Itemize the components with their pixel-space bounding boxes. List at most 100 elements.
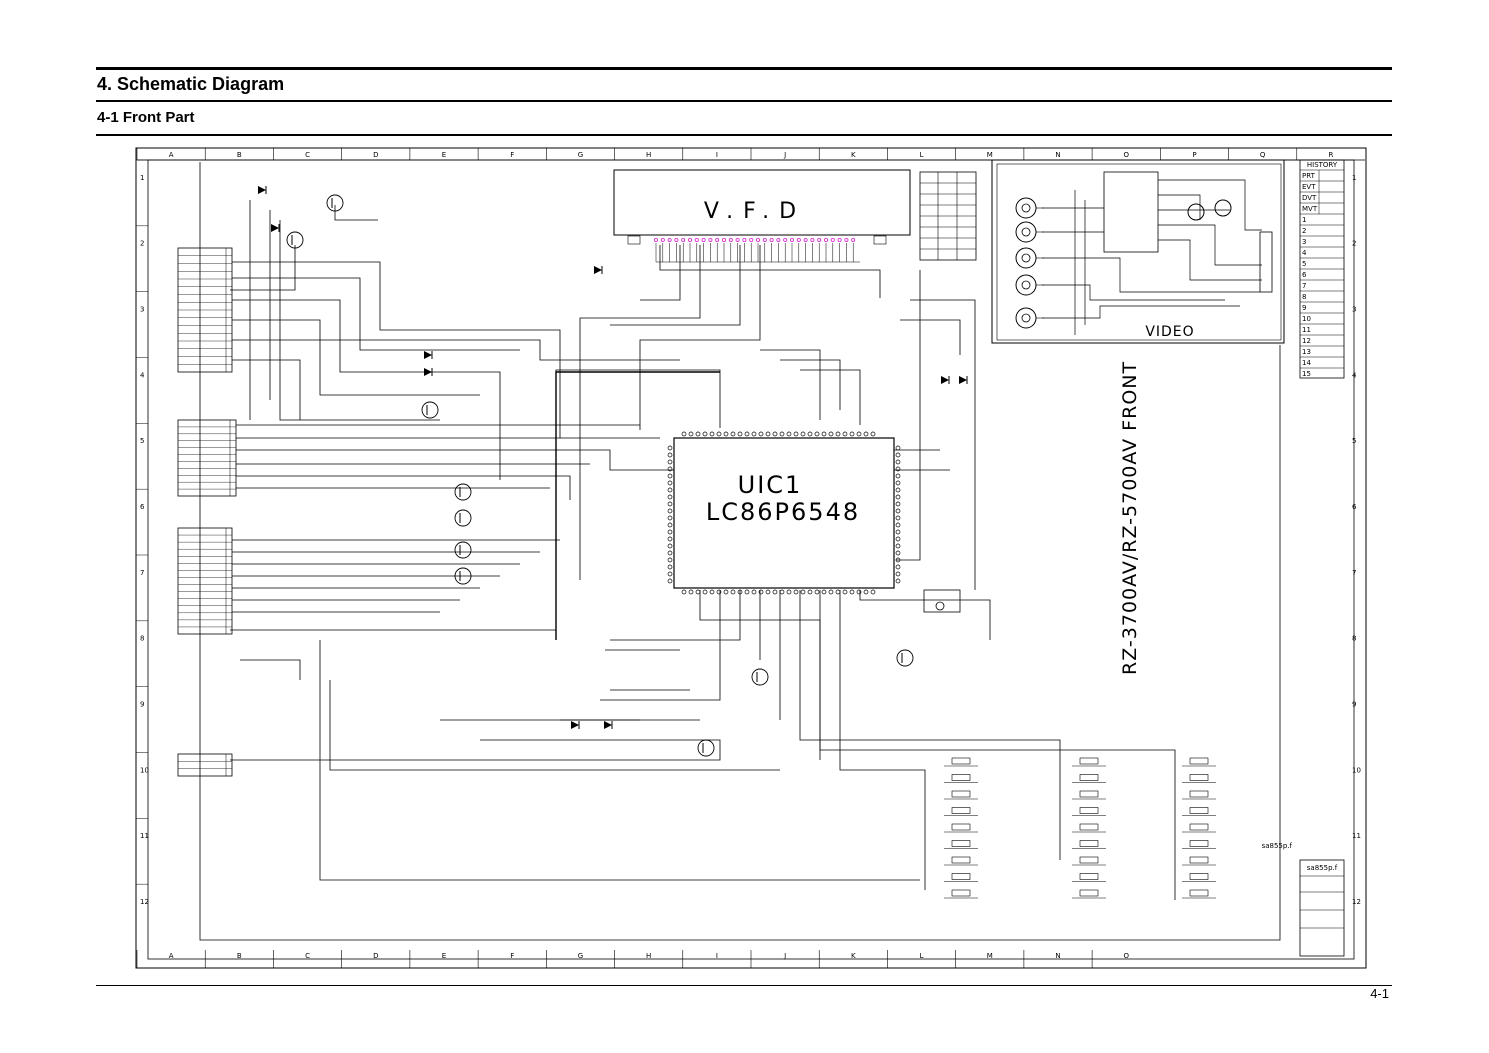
wiring xyxy=(199,162,1281,941)
grid-row-label: 2 xyxy=(140,240,144,248)
grid-column-label: C xyxy=(305,952,310,960)
vfd-pin-header xyxy=(627,235,887,263)
grid-column-label: O xyxy=(1123,151,1129,159)
grid-row-label: 9 xyxy=(140,700,144,708)
vfd-label: V.F.D xyxy=(704,199,806,224)
grid-row-label: 10 xyxy=(1352,766,1361,774)
history-row-label: MVT xyxy=(1302,205,1318,213)
grid-column-label: J xyxy=(783,151,786,159)
grid-column-label: B xyxy=(237,952,242,960)
grid-row-label: 5 xyxy=(140,437,144,445)
grid-row-label: 7 xyxy=(1352,569,1356,577)
video-label: VIDEO xyxy=(1145,324,1194,340)
history-row-label: 6 xyxy=(1302,271,1307,279)
grid-column-label: E xyxy=(442,151,446,159)
history-row-label: DVT xyxy=(1302,194,1317,202)
rca-jacks xyxy=(1015,197,1044,329)
grid-row-label: 8 xyxy=(1352,635,1356,643)
grid-row-label: 1 xyxy=(140,174,144,182)
grid-column-label: Q xyxy=(1260,151,1266,159)
grid-row-label: 11 xyxy=(140,832,149,840)
title-rule xyxy=(96,100,1392,102)
history-row-label: 9 xyxy=(1302,304,1306,312)
file-label-side: sa855p.f xyxy=(1262,842,1293,850)
grid-column-label: P xyxy=(1192,151,1196,159)
grid-column-label: A xyxy=(169,151,174,159)
history-row-label: 13 xyxy=(1302,348,1311,356)
grid-row-label: 6 xyxy=(140,503,145,511)
history-row-label: EVT xyxy=(1302,183,1316,191)
history-row-label: 2 xyxy=(1302,227,1306,235)
history-row-label: 11 xyxy=(1302,326,1311,334)
model-label: RZ-3700AV/RZ-5700AV FRONT xyxy=(1119,361,1141,675)
grid-column-label: E xyxy=(442,952,446,960)
grid-row-label: 11 xyxy=(1352,832,1361,840)
section-title: 4-1 Front Part xyxy=(97,109,195,126)
grid-row-label: 3 xyxy=(140,305,144,313)
history-title: HISTORY xyxy=(1307,161,1338,169)
grid-column-label: R xyxy=(1328,151,1333,159)
grid-row-label: 4 xyxy=(1352,371,1357,379)
history-row-label: 7 xyxy=(1302,282,1306,290)
grid-row-label: 8 xyxy=(140,635,144,643)
grid-column-label: J xyxy=(783,952,786,960)
grid-column-label: M xyxy=(987,151,993,159)
grid-column-label: D xyxy=(373,151,378,159)
grid-column-label: K xyxy=(851,952,856,960)
grid-row-label: 3 xyxy=(1352,305,1356,313)
grid-column-label: F xyxy=(510,952,514,960)
grid-column-label: I xyxy=(716,151,718,159)
history-row-label: 14 xyxy=(1302,359,1311,367)
schematic-frame xyxy=(135,147,1367,969)
vfd-module: V.F.D xyxy=(613,169,911,236)
ic-name: UIC1 xyxy=(738,471,803,499)
section-rule xyxy=(96,134,1392,136)
grid-row-label: 12 xyxy=(140,898,149,906)
grid-column-label: L xyxy=(920,952,924,960)
history-row-label: PRT xyxy=(1302,172,1316,180)
grid-column-label: F xyxy=(510,151,514,159)
grid-row-label: 9 xyxy=(1352,700,1356,708)
grid-row-label: 6 xyxy=(1352,503,1357,511)
grid-column-label: C xyxy=(305,151,310,159)
grid-column-label: B xyxy=(237,151,242,159)
history-row-label: 1 xyxy=(1302,216,1306,224)
file-label: sa855p.f xyxy=(1307,864,1338,872)
grid-column-label: N xyxy=(1055,151,1060,159)
bottom-rule xyxy=(96,985,1392,986)
history-row-label: 4 xyxy=(1302,249,1307,257)
grid-row-label: 5 xyxy=(1352,437,1356,445)
page-title: 4. Schematic Diagram xyxy=(97,74,285,94)
ground-bus xyxy=(555,371,720,640)
connectors xyxy=(177,247,237,777)
history-row-label: 8 xyxy=(1302,293,1306,301)
grid-column-label: H xyxy=(646,151,651,159)
grid-column-label: K xyxy=(851,151,856,159)
grid-row-label: 2 xyxy=(1352,240,1356,248)
history-row-label: 10 xyxy=(1302,315,1311,323)
grid-column-label: M xyxy=(987,952,993,960)
top-rule-thick xyxy=(96,67,1392,70)
grid-column-label: G xyxy=(578,151,583,159)
history-row-label: 5 xyxy=(1302,260,1306,268)
grid-column-label: I xyxy=(716,952,718,960)
grid-column-label: H xyxy=(646,952,651,960)
video-section: VIDEO xyxy=(991,159,1285,344)
page-number: 4-1 xyxy=(1370,986,1389,1001)
discrete-components xyxy=(258,186,1216,899)
grid-column-label: O xyxy=(1123,952,1129,960)
ic-uic1: UIC1 LC86P6548 xyxy=(673,437,895,589)
grid-column-label: N xyxy=(1055,952,1060,960)
grid-row-label: 1 xyxy=(1352,174,1356,182)
grid-row-label: 4 xyxy=(140,371,145,379)
grid-column-label: A xyxy=(169,952,174,960)
grid-column-label: L xyxy=(920,151,924,159)
history-row-label: 15 xyxy=(1302,370,1311,378)
title-block: sa855p.f sa855p.f xyxy=(1262,842,1345,957)
grid-row-label: 10 xyxy=(140,766,149,774)
grid-column-label: D xyxy=(373,952,378,960)
ic-part-number: LC86P6548 xyxy=(706,498,860,526)
grid-row-label: 12 xyxy=(1352,898,1361,906)
grid-column-label: G xyxy=(578,952,583,960)
